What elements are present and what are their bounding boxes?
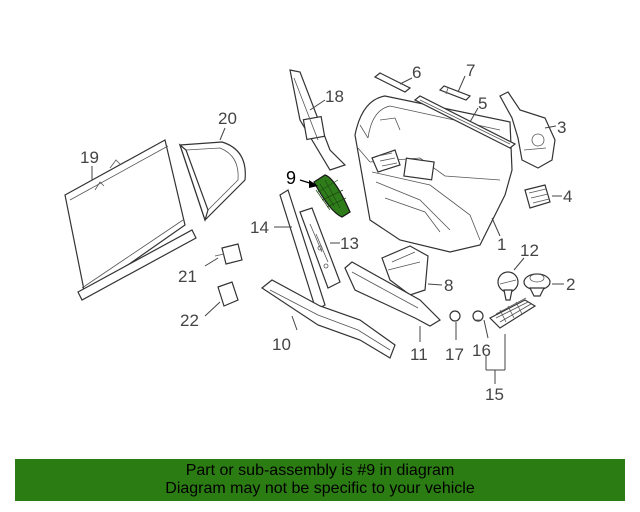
part-2-fastener[interactable] bbox=[523, 273, 551, 297]
part-21-clip[interactable] bbox=[214, 243, 243, 265]
callout-20: 20 bbox=[218, 109, 237, 128]
part-19-sunshade[interactable] bbox=[64, 139, 197, 301]
part-10-armrest[interactable] bbox=[260, 279, 396, 359]
callout-7: 7 bbox=[466, 61, 475, 80]
callout-10: 10 bbox=[272, 335, 291, 354]
callout-9: 9 bbox=[286, 168, 296, 188]
callout-14: 14 bbox=[250, 218, 269, 237]
part-12-push-clip[interactable] bbox=[497, 271, 519, 301]
callout-13: 13 bbox=[340, 234, 359, 253]
part-13-handle-bracket[interactable] bbox=[299, 207, 341, 289]
callout-11: 11 bbox=[410, 345, 428, 364]
callout-22: 22 bbox=[180, 311, 199, 330]
callout-8: 8 bbox=[444, 276, 453, 295]
part-1-door-trim-panel[interactable] bbox=[354, 95, 513, 253]
callout-5: 5 bbox=[478, 94, 487, 113]
callout-4: 4 bbox=[563, 187, 572, 206]
callout-17: 17 bbox=[445, 345, 464, 364]
part-3-bracket[interactable] bbox=[499, 91, 556, 169]
info-banner: Part or sub-assembly is #9 in diagram Di… bbox=[15, 459, 625, 501]
part-9-speaker-grille[interactable] bbox=[313, 174, 351, 218]
part-5-window-seal-strip[interactable] bbox=[413, 95, 517, 149]
part-15-vent-grille[interactable] bbox=[488, 297, 537, 329]
callout-1: 1 bbox=[497, 235, 506, 254]
part-11-armrest-cover[interactable] bbox=[344, 261, 441, 327]
banner-line-2: Diagram may not be specific to your vehi… bbox=[165, 480, 475, 497]
callout-21: 21 bbox=[178, 267, 197, 286]
part-6-strip[interactable] bbox=[373, 72, 412, 93]
part-17-plug[interactable] bbox=[449, 310, 461, 322]
banner-line-1: Part or sub-assembly is #9 in diagram bbox=[185, 462, 455, 479]
callout-3: 3 bbox=[557, 118, 566, 137]
part-22-clip[interactable] bbox=[217, 281, 239, 307]
callout-6: 6 bbox=[412, 63, 421, 82]
part-14-trim-strip[interactable] bbox=[279, 189, 326, 311]
part-7-clip[interactable] bbox=[438, 85, 472, 101]
callout-12: 12 bbox=[520, 241, 539, 260]
callout-16: 16 bbox=[472, 341, 491, 360]
callout-19: 19 bbox=[80, 148, 99, 167]
part-8-pocket[interactable] bbox=[381, 245, 429, 296]
part-4-switch[interactable] bbox=[524, 184, 551, 209]
part-20-window-frame[interactable] bbox=[178, 141, 246, 222]
parts-diagram: 19 20 18 9 1 6 bbox=[64, 61, 575, 404]
part-16-fastener[interactable] bbox=[472, 310, 484, 322]
callout-18: 18 bbox=[325, 87, 344, 106]
part-18-pillar-trim[interactable] bbox=[289, 69, 347, 171]
callout-2: 2 bbox=[566, 275, 575, 294]
callout-15: 15 bbox=[485, 385, 504, 404]
